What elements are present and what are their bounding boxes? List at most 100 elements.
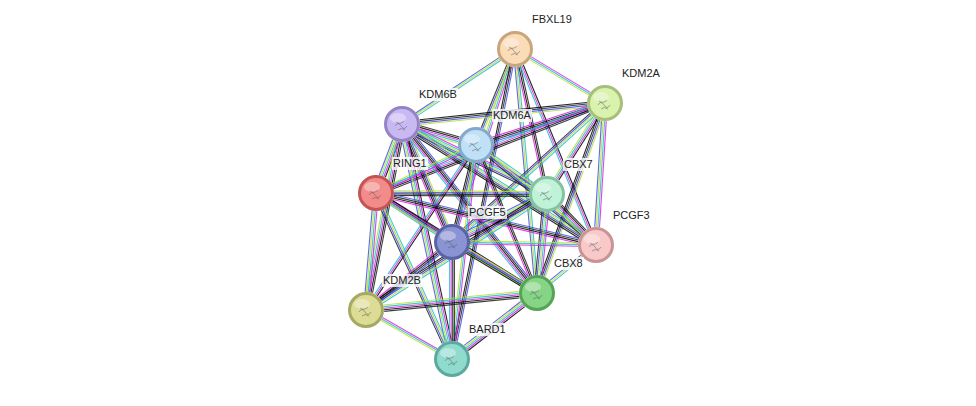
evidence-line <box>467 201 530 233</box>
evidence-line <box>596 121 603 227</box>
structure-icon <box>434 341 470 377</box>
evidence-line <box>536 212 542 275</box>
evidence-line <box>368 211 375 292</box>
evidence-line <box>470 241 578 243</box>
node-label: PCGF3 <box>612 209 651 222</box>
protein-node: BARD1 <box>434 341 470 377</box>
evidence-line <box>365 211 372 292</box>
structure-icon <box>358 175 394 211</box>
evidence-line <box>559 207 583 232</box>
evidence-line <box>379 140 392 175</box>
evidence-line <box>469 249 523 281</box>
evidence-line <box>530 58 589 93</box>
node-label: KDM2A <box>621 67 661 80</box>
protein-node: KDM6B <box>384 106 420 142</box>
interaction-edge <box>464 302 524 351</box>
evidence-line <box>467 305 524 349</box>
protein-node: KDM6A <box>458 127 494 163</box>
protein-node: KDM2B <box>348 292 384 328</box>
evidence-line <box>394 193 529 195</box>
structure-icon <box>497 31 533 67</box>
evidence-line <box>382 255 440 301</box>
evidence-line <box>380 202 531 299</box>
evidence-line <box>394 190 529 192</box>
evidence-line <box>384 295 519 308</box>
evidence-line <box>381 254 439 300</box>
evidence-line <box>381 320 436 351</box>
node-label: KDM6B <box>418 88 458 101</box>
interaction-edge <box>384 292 520 312</box>
node-label: BARD1 <box>468 323 507 336</box>
interaction-edge <box>381 318 437 352</box>
structure-icon <box>348 292 384 328</box>
protein-node: PCGF5 <box>434 224 470 260</box>
evidence-line <box>491 155 532 184</box>
protein-node: CBX7 <box>529 176 565 212</box>
evidence-line <box>418 60 501 115</box>
protein-node: FBXL19 <box>497 31 533 67</box>
evidence-line <box>384 293 519 306</box>
evidence-line <box>468 251 522 283</box>
interaction-edge <box>530 57 591 95</box>
evidence-line <box>394 192 529 194</box>
evidence-line <box>492 154 533 183</box>
structure-icon <box>458 127 494 163</box>
evidence-line <box>490 157 531 186</box>
interaction-edge <box>470 241 578 246</box>
evidence-line <box>465 303 522 347</box>
interaction-edge <box>466 249 523 286</box>
interaction-edge <box>379 251 440 300</box>
evidence-line <box>452 260 453 341</box>
evidence-line <box>394 195 529 197</box>
structure-icon <box>529 176 565 212</box>
evidence-line <box>382 318 437 349</box>
interaction-edge <box>467 199 533 236</box>
node-label: RING1 <box>392 157 428 170</box>
node-label: CBX8 <box>553 257 584 270</box>
evidence-line <box>367 211 374 292</box>
evidence-line <box>382 205 533 302</box>
protein-node: RING1 <box>358 175 394 211</box>
evidence-line <box>464 302 521 346</box>
evidence-line <box>417 59 500 114</box>
evidence-line <box>384 292 519 305</box>
node-label: KDM6A <box>492 109 532 122</box>
evidence-line <box>552 258 583 283</box>
evidence-line <box>381 204 532 301</box>
evidence-line <box>392 153 460 185</box>
interaction-edge <box>394 191 529 197</box>
protein-node: CBX8 <box>519 275 555 311</box>
interaction-edge <box>381 208 446 343</box>
structure-icon <box>434 224 470 260</box>
interaction-edge <box>557 205 586 234</box>
evidence-line <box>380 253 438 299</box>
evidence-line <box>383 206 534 303</box>
evidence-line <box>392 151 460 183</box>
interaction-edge <box>490 154 533 185</box>
interaction-edge <box>416 58 501 116</box>
interaction-edge <box>365 211 377 293</box>
evidence-line <box>454 260 455 341</box>
evidence-line <box>467 252 521 284</box>
evidence-line <box>416 58 499 113</box>
evidence-line <box>468 307 525 351</box>
interaction-edge <box>550 255 583 283</box>
node-label: FBXL19 <box>531 13 573 26</box>
node-label: CBX7 <box>563 158 594 171</box>
evidence-line <box>393 154 461 186</box>
interaction-edge <box>595 121 607 227</box>
evidence-line <box>466 253 520 285</box>
evidence-line <box>379 251 437 297</box>
evidence-line <box>561 206 585 231</box>
evidence-line <box>530 60 589 95</box>
node-label: PCGF5 <box>468 206 507 219</box>
evidence-line <box>598 121 605 227</box>
node-label: KDM2B <box>382 274 422 287</box>
structure-icon <box>587 85 623 121</box>
structure-icon <box>519 275 555 311</box>
evidence-line <box>417 134 580 236</box>
evidence-line <box>382 319 437 350</box>
protein-node: KDM2A <box>587 85 623 121</box>
evidence-line <box>557 209 581 234</box>
